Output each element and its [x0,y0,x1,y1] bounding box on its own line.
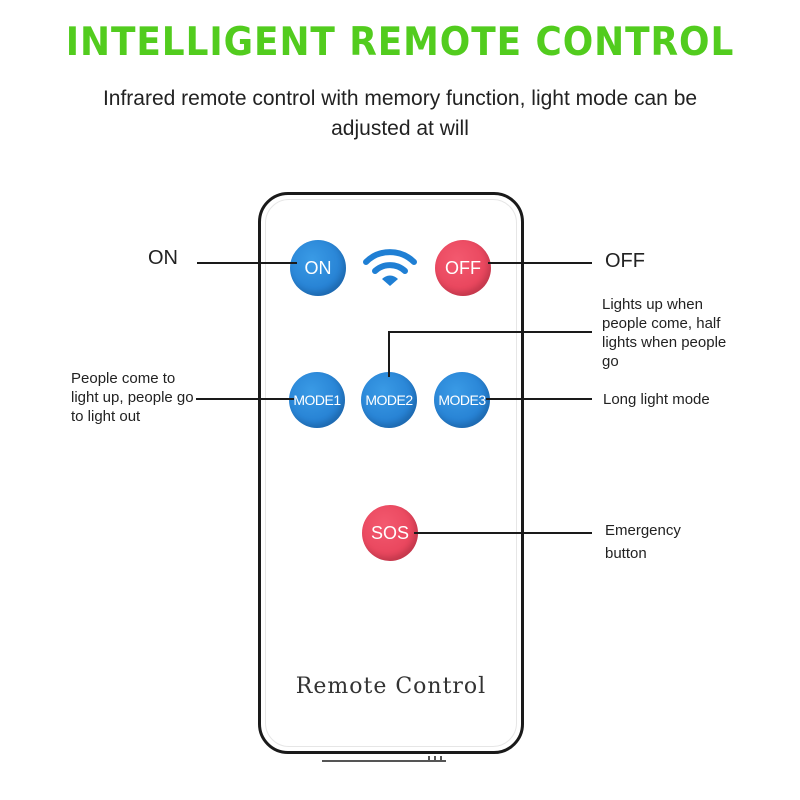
mode1-button[interactable]: MODE1 [289,372,345,428]
on-callout-label: ON [148,247,178,269]
mode2-callout-line-vertical [388,331,390,377]
mode3-callout-line [486,398,592,400]
remote-notch [440,756,442,762]
off-callout-line [488,262,592,264]
remote-label: Remote Control [295,674,487,699]
sos-button[interactable]: SOS [362,505,418,561]
mode3-button[interactable]: MODE3 [434,372,490,428]
remote-notch [428,756,430,762]
mode3-callout-label: Long light mode [603,391,710,408]
sos-callout-line [414,532,592,534]
off-callout-label: OFF [605,250,645,272]
off-button[interactable]: OFF [435,240,491,296]
mode2-button[interactable]: MODE2 [361,372,417,428]
on-button[interactable]: ON [290,240,346,296]
sos-callout-label: Emergency button [605,522,681,562]
mode1-callout-label: People come to light up, people go to li… [71,370,194,425]
remote-control-face [265,199,517,747]
page-subtitle: Infrared remote control with memory func… [102,87,698,140]
remote-battery-cover [322,752,446,762]
mode2-callout-line-horizontal [388,331,592,333]
wifi-signal-icon [363,249,417,286]
mode1-callout-line [196,398,294,400]
remote-notch [434,756,436,762]
page-title: INTELLIGENT REMOTE CONTROL [65,20,735,65]
on-callout-line [197,262,297,264]
mode2-callout-label: Lights up when people come, half lights … [602,296,727,370]
